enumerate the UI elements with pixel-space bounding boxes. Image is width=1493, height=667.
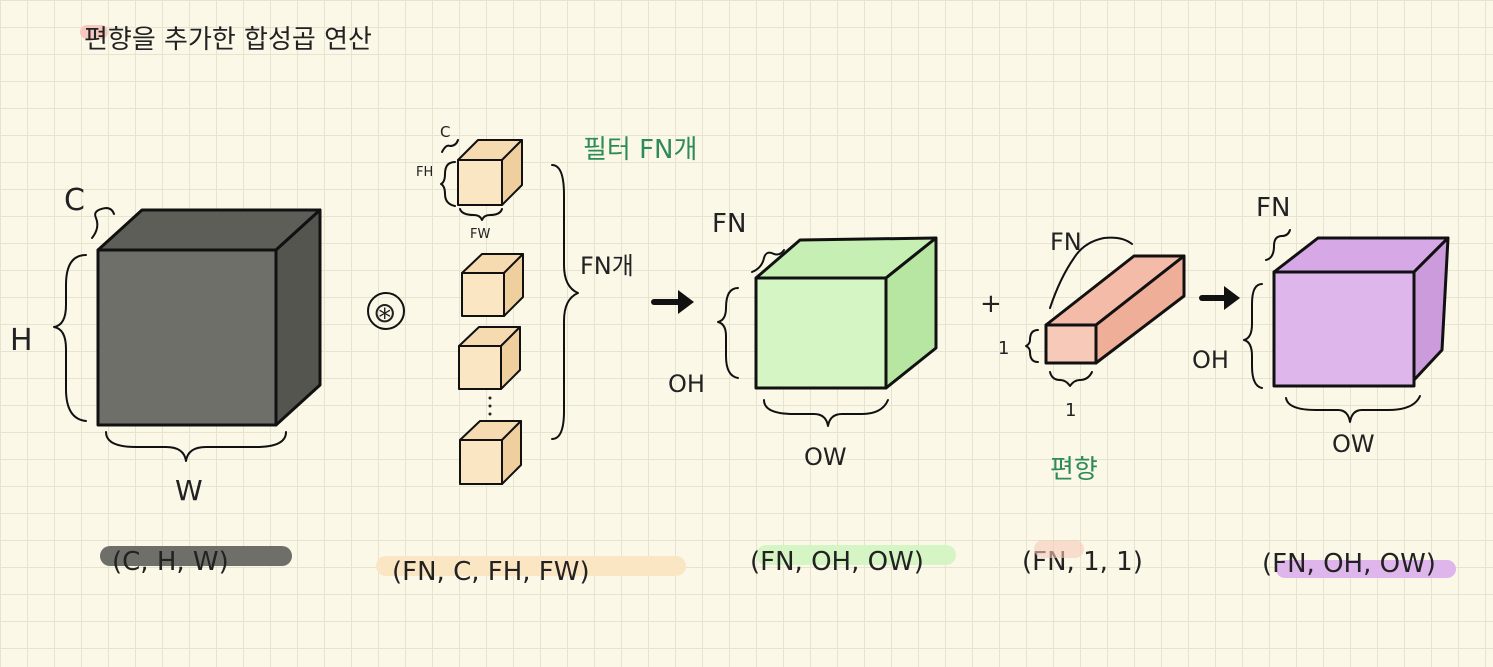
input-channel-brace <box>91 207 115 239</box>
filter-note: 필터 FN개 <box>583 135 697 165</box>
page-title: 편향을 추가한 합성곱 연산 <box>84 25 372 55</box>
arrow-2 <box>1199 286 1240 310</box>
filter-cube-1 <box>457 139 523 206</box>
filter-cube-2 <box>461 253 524 317</box>
output-width-label: OW <box>804 443 847 471</box>
bias-height-brace <box>1025 329 1039 363</box>
filter-height-brace <box>440 161 456 207</box>
filter-width-label: FW <box>470 227 490 242</box>
plus-operator: + <box>980 289 1002 319</box>
result-shape-highlight <box>1276 560 1456 578</box>
filter-height-label: FH <box>416 165 433 180</box>
filter-ellipsis <box>488 396 492 416</box>
convolution-operator-symbol: ⊛ <box>373 296 396 329</box>
input-width-brace <box>105 431 287 462</box>
result-fn-brace <box>1265 229 1291 261</box>
input-shape-label: (C, H, W) <box>112 547 229 577</box>
input-shape-highlight <box>100 546 292 566</box>
result-height-brace <box>1243 283 1263 389</box>
output-height-label: OH <box>668 370 705 398</box>
result-cube <box>1272 236 1450 388</box>
filter-channel-brace <box>441 139 459 153</box>
output-width-brace <box>763 399 889 427</box>
input-width-label: W <box>175 474 203 507</box>
input-height-label: H <box>10 323 33 358</box>
output-cube <box>754 236 938 390</box>
input-cube <box>96 208 322 427</box>
filter-width-brace <box>459 208 503 221</box>
result-height-label: OH <box>1192 346 1229 374</box>
bias-fn-label: FN <box>1050 228 1082 256</box>
bias-width-label: 1 <box>1065 400 1076 421</box>
bias-label: 편향 <box>1050 455 1098 485</box>
filter-channel-label: C <box>440 123 450 141</box>
title-highlight <box>80 25 108 39</box>
bias-width-brace <box>1049 371 1093 387</box>
convolution-operator-circle <box>367 292 405 330</box>
result-width-brace <box>1285 395 1421 423</box>
filter-cube-4 <box>459 420 522 485</box>
output-fn-label: FN <box>712 209 746 239</box>
result-shape-label: (FN, OH, OW) <box>1262 549 1436 579</box>
filter-count-label: FN개 <box>580 252 634 280</box>
output-shape-highlight <box>756 545 956 565</box>
filter-count-brace <box>551 164 579 440</box>
arrow-1 <box>651 290 694 314</box>
bias-shape-highlight <box>1034 540 1084 558</box>
filter-shape-label: (FN, C, FH, FW) <box>392 557 590 587</box>
output-shape-label: (FN, OH, OW) <box>750 547 924 577</box>
output-fn-brace <box>751 249 785 273</box>
filter-shape-highlight <box>376 556 686 576</box>
input-channel-label: C <box>64 183 85 218</box>
bias-bar <box>1044 254 1186 365</box>
result-width-label: OW <box>1332 430 1375 458</box>
input-height-brace <box>53 254 87 422</box>
bias-fn-brace <box>1049 236 1133 309</box>
bias-height-label: 1 <box>998 338 1009 359</box>
output-height-brace <box>717 287 739 379</box>
filter-cube-3 <box>458 326 521 390</box>
result-fn-label: FN <box>1256 193 1290 223</box>
